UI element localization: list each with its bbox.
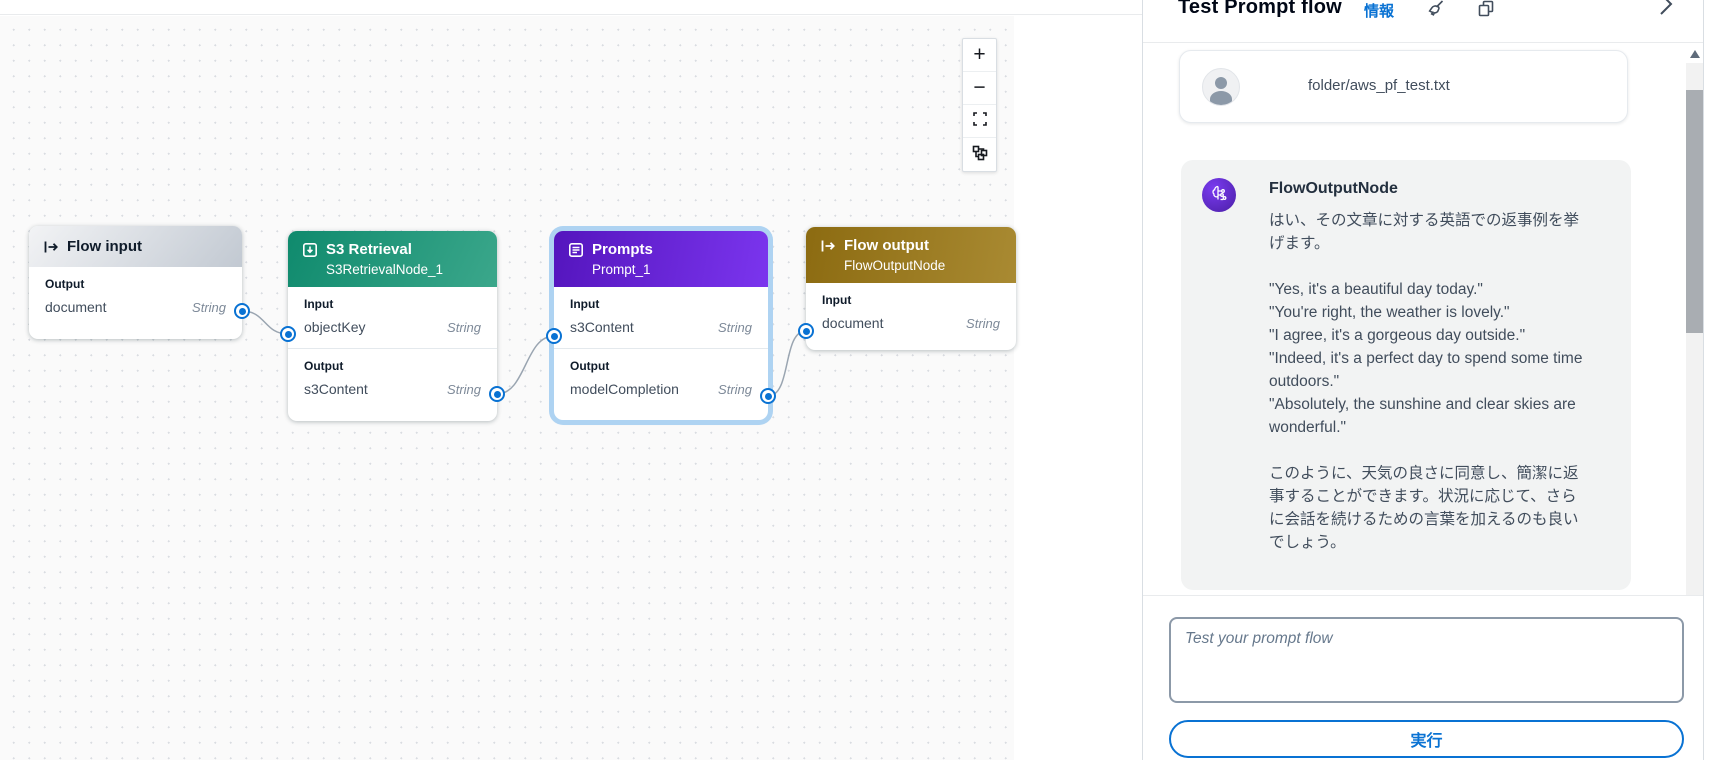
chevron-right-icon bbox=[1657, 0, 1677, 19]
canvas-controls: + − bbox=[962, 38, 997, 172]
node-subtitle: S3RetrievalNode_1 bbox=[326, 262, 444, 277]
collapse-panel-button[interactable] bbox=[1657, 0, 1679, 17]
param-name: document bbox=[822, 315, 884, 331]
test-panel: Test Prompt flow 情報 bbox=[1142, 0, 1704, 760]
node-subtitle: FlowOutputNode bbox=[844, 258, 946, 273]
node-title: Flow input bbox=[67, 238, 142, 255]
node-s3-retrieval[interactable]: S3 Retrieval S3RetrievalNode_1 Input obj… bbox=[288, 231, 497, 421]
prompts-icon bbox=[568, 242, 584, 258]
node-title: S3 Retrieval bbox=[326, 241, 412, 258]
param-row: objectKey String bbox=[288, 318, 497, 337]
param-row: s3Content String bbox=[554, 318, 768, 337]
brain-circuit-icon bbox=[1209, 183, 1229, 208]
user-avatar bbox=[1202, 68, 1240, 106]
param-name: document bbox=[45, 299, 107, 315]
port-flow-input-document[interactable] bbox=[234, 303, 250, 319]
bot-message-title: FlowOutputNode bbox=[1269, 180, 1398, 197]
param-type: String bbox=[718, 320, 752, 335]
broom-icon bbox=[1426, 0, 1445, 22]
prompt-flow-test-input[interactable] bbox=[1169, 617, 1684, 703]
param-name: s3Content bbox=[570, 319, 634, 335]
param-row: document String bbox=[29, 298, 242, 317]
param-type: String bbox=[718, 382, 752, 397]
port-prompts-modelcompletion[interactable] bbox=[760, 388, 776, 404]
param-row: modelCompletion String bbox=[554, 380, 768, 399]
param-name: s3Content bbox=[304, 381, 368, 397]
input-section-label: Input bbox=[304, 297, 334, 311]
input-divider bbox=[1143, 595, 1703, 596]
node-prompts[interactable]: Prompts Prompt_1 Input s3Content String … bbox=[554, 231, 768, 420]
param-name: objectKey bbox=[304, 319, 366, 335]
auto-layout-icon bbox=[972, 143, 988, 167]
bot-avatar bbox=[1202, 178, 1236, 212]
node-subtitle: Prompt_1 bbox=[592, 262, 651, 277]
output-section-label: Output bbox=[304, 359, 344, 373]
fit-view-button[interactable] bbox=[963, 105, 996, 138]
panel-title: Test Prompt flow bbox=[1178, 0, 1342, 18]
param-type: String bbox=[447, 320, 481, 335]
port-flowoutput-document[interactable] bbox=[798, 323, 814, 339]
s3-retrieval-icon bbox=[302, 242, 318, 258]
divider bbox=[554, 348, 768, 349]
fit-view-icon bbox=[972, 109, 988, 133]
arrow-up-icon bbox=[1689, 50, 1700, 58]
input-section-label: Input bbox=[570, 297, 600, 311]
clear-conversation-button[interactable] bbox=[1426, 0, 1446, 19]
node-flow-output[interactable]: Flow output FlowOutputNode Input documen… bbox=[806, 227, 1016, 350]
auto-layout-button[interactable] bbox=[963, 138, 996, 171]
port-s3-s3content[interactable] bbox=[489, 386, 505, 402]
copy-button[interactable] bbox=[1476, 0, 1496, 19]
param-name: modelCompletion bbox=[570, 381, 679, 397]
output-section-label: Output bbox=[45, 277, 85, 291]
user-message-text: folder/aws_pf_test.txt bbox=[1308, 77, 1450, 94]
param-type: String bbox=[966, 316, 1000, 331]
param-type: String bbox=[447, 382, 481, 397]
copy-icon bbox=[1476, 0, 1495, 22]
flow-output-icon bbox=[820, 238, 836, 254]
port-s3-objectkey[interactable] bbox=[280, 326, 296, 342]
param-type: String bbox=[192, 300, 226, 315]
param-row: s3Content String bbox=[288, 380, 497, 399]
bot-message-card: FlowOutputNode はい、その文章に対する英語での返事例を挙げます。 … bbox=[1181, 160, 1631, 590]
node-title: Prompts bbox=[592, 241, 653, 258]
node-flow-input[interactable]: Flow input Output document String bbox=[29, 226, 242, 339]
flow-canvas[interactable] bbox=[0, 16, 1014, 760]
flow-input-icon bbox=[43, 239, 59, 255]
bot-message-text: はい、その文章に対する英語での返事例を挙げます。 "Yes, it's a be… bbox=[1269, 212, 1583, 551]
canvas-top-bar bbox=[0, 0, 1142, 15]
input-section-label: Input bbox=[822, 293, 852, 307]
param-row: document String bbox=[806, 314, 1016, 333]
test-panel-header: Test Prompt flow 情報 bbox=[1143, 0, 1703, 43]
info-link[interactable]: 情報 bbox=[1364, 3, 1395, 20]
scrollbar-track[interactable] bbox=[1686, 63, 1703, 595]
scrollbar-up-button[interactable] bbox=[1686, 45, 1703, 63]
divider bbox=[288, 348, 497, 349]
zoom-out-button[interactable]: − bbox=[963, 72, 996, 105]
output-section-label: Output bbox=[570, 359, 610, 373]
port-prompts-s3content[interactable] bbox=[546, 328, 562, 344]
zoom-in-button[interactable]: + bbox=[963, 39, 996, 72]
node-title: Flow output bbox=[844, 237, 929, 254]
scrollbar-thumb[interactable] bbox=[1686, 90, 1703, 333]
run-button[interactable]: 実行 bbox=[1169, 720, 1684, 758]
user-message-card: folder/aws_pf_test.txt bbox=[1179, 50, 1628, 123]
